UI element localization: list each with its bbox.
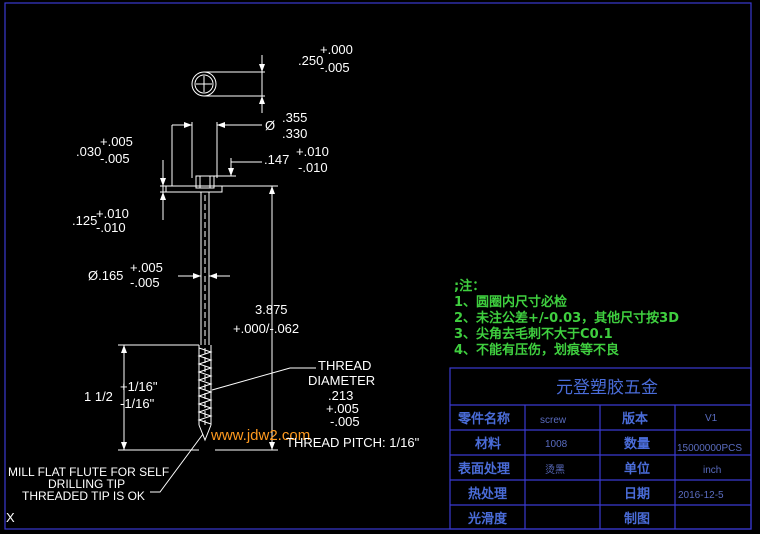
tb-date: 2016-12-5 [678,490,724,501]
drawing-border [4,2,752,530]
tb-unit: inch [703,465,721,476]
tb-heat-label: 热处理 [468,486,507,502]
note-item-1: 1、圆圈内尺寸必检 [454,294,567,310]
tb-unit-label: 单位 [624,461,650,477]
thread-l2: DIAMETER [308,373,375,388]
tb-company: 元登塑胶五金 [556,378,658,398]
tb-qty-label: 数量 [624,436,650,452]
head-h-bot: -.010 [298,160,328,175]
tb-part-name-label: 零件名称 [457,411,510,427]
shank-dia-sym: Ø [265,118,275,133]
left-top-top: +.005 [100,134,133,149]
head-h-base: .147 [264,152,289,167]
tb-qty: 15000000PCS [677,443,742,454]
tb-version-label: 版本 [622,411,648,427]
watermark: www.jdw2.com [210,427,310,444]
left-top-bot: -.005 [100,151,130,166]
tb-material: 1008 [545,439,568,450]
tip-l2: DRILLING TIP [48,477,125,491]
thread-len-top: +1/16" [120,379,158,394]
length-tol: +.000/-.062 [233,321,299,336]
notes-title: ;注： [454,278,485,294]
flange-top: +.010 [96,206,129,221]
thread-pitch: THREAD PITCH: 1/16" [286,435,420,450]
body-dia-top: +.005 [130,260,163,275]
shank-dia-top: .355 [282,110,307,125]
left-top-base: .030 [76,144,101,159]
thread-len-bot: -1/16" [120,396,155,411]
flange-base: .125 [72,213,97,228]
tb-version: V1 [705,413,718,424]
body-dia-base: Ø.165 [88,268,123,283]
title-block [449,367,752,530]
body-dia-bot: -.005 [130,275,160,290]
tb-drawn-label: 制图 [624,511,650,527]
note-item-4: 4、不能有压伤，划痕等不良 [454,342,619,358]
tb-finish-label: 光滑度 [467,511,508,527]
tb-part-name: screw [540,415,567,426]
thread-l5: -.005 [330,414,360,429]
tip-l3: THREADED TIP IS OK [22,489,145,503]
head-h-top: +.010 [296,144,329,159]
note-item-3: 3、尖角去毛刺不大于C0.1 [454,326,613,342]
head-dia-top: +.000 [320,42,353,57]
tb-date-label: 日期 [624,487,650,502]
screw-side-view [118,122,316,493]
note-item-2: 2、未注公差+/-0.03，其他尺寸按3D [454,310,679,326]
thread-l1: THREAD [318,358,371,373]
tb-surface: 烫黑 [545,464,565,476]
head-dia-base: .250 [298,53,323,68]
length-base: 3.875 [255,302,288,317]
head-dia-bot: -.005 [320,60,350,75]
thread-l4: +.005 [326,401,359,416]
head-top-view [191,55,265,113]
flange-bot: -.010 [96,220,126,235]
ucs-mark: X [6,510,15,525]
thread-l3: .213 [328,388,353,403]
thread-len-base: 1 1/2 [84,389,113,404]
tb-surface-label: 表面处理 [457,461,510,477]
tip-l1: MILL FLAT FLUTE FOR SELF [8,465,169,479]
shank-dia-bot: .330 [282,126,307,141]
tb-material-label: 材料 [475,436,501,452]
